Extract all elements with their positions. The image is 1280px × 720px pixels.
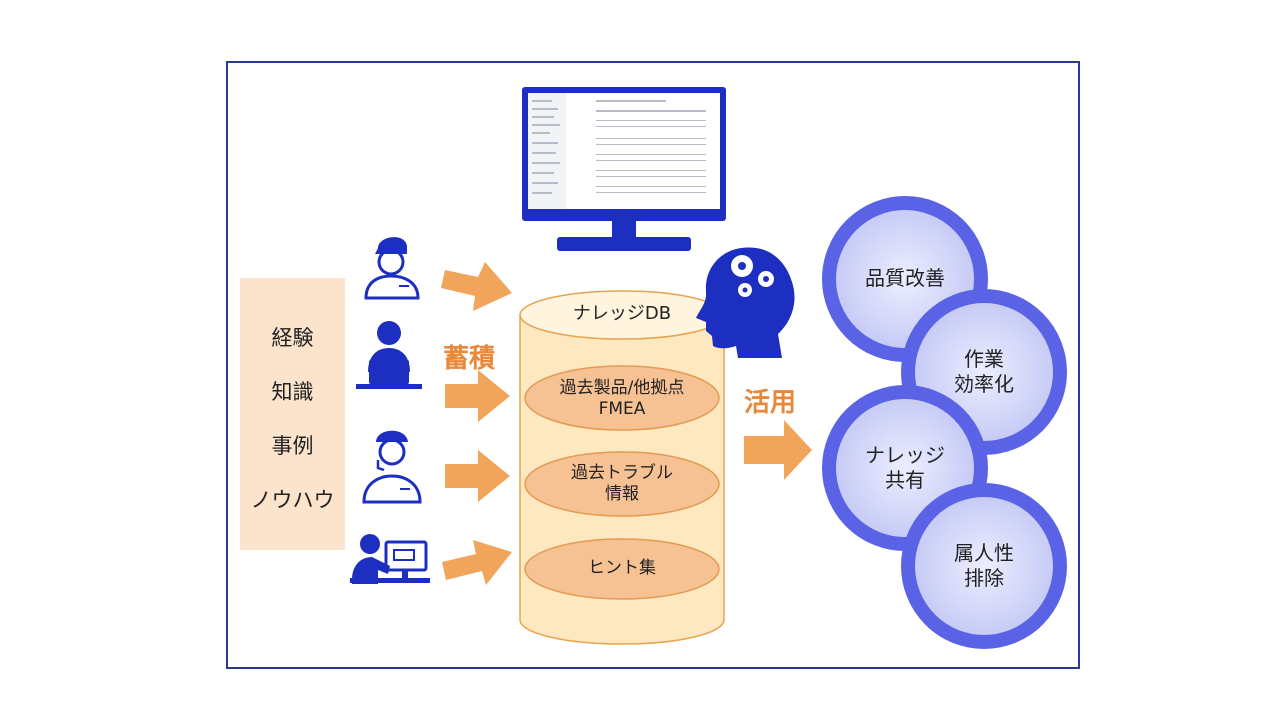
utilize-label: 活用	[744, 388, 797, 418]
db-item-trouble-line1: 過去トラブル	[571, 463, 673, 483]
brain-gears-icon	[696, 247, 795, 358]
benefit-circles	[822, 196, 1067, 649]
db-item-oval-trouble	[524, 451, 720, 517]
db-item-trouble: 過去トラブル 情報	[525, 463, 719, 505]
db-item-fmea: 過去製品/他拠点 FMEA	[525, 378, 719, 420]
source-experience: 経験	[271, 326, 314, 350]
db-title: ナレッジDB	[572, 303, 672, 324]
benefit-dependency-line2: 排除	[964, 566, 1004, 590]
source-knowledge: 知識	[271, 380, 314, 404]
knowledge-sources-box: 経験 知識 事例 ノウハウ	[240, 278, 345, 550]
worker-helmet-headset-icon	[362, 430, 422, 504]
db-item-hints: ヒント集	[588, 558, 656, 578]
source-knowhow: ノウハウ	[250, 488, 335, 512]
benefit-quality: 品質改善	[865, 266, 945, 290]
benefit-sharing: ナレッジ 共有	[845, 443, 965, 493]
monitor-icon	[522, 87, 726, 251]
accumulate-arrows	[441, 262, 512, 585]
benefit-dependency-line1: 属人性	[954, 541, 1014, 565]
benefit-efficiency: 作業 効率化	[924, 347, 1044, 397]
knowledge-db-cylinder	[519, 290, 725, 645]
benefit-efficiency-line1: 作業	[964, 347, 1004, 371]
db-item-fmea-line2: FMEA	[598, 399, 646, 419]
benefit-efficiency-line2: 効率化	[954, 372, 1014, 396]
accumulate-label: 蓄積	[443, 344, 496, 374]
db-item-fmea-line1: 過去製品/他拠点	[559, 378, 685, 398]
benefit-sharing-line2: 共有	[885, 468, 925, 492]
office-worker-laptop-icon	[356, 321, 422, 389]
utilize-arrow	[744, 420, 812, 480]
worker-cap-icon	[364, 237, 420, 300]
source-cases: 事例	[271, 434, 314, 458]
benefit-sharing-line1: ナレッジ	[865, 443, 945, 467]
person-at-computer-icon	[350, 534, 430, 584]
db-item-trouble-line2: 情報	[605, 484, 639, 504]
db-item-oval-fmea	[524, 365, 720, 431]
benefit-dependency: 属人性 排除	[924, 541, 1044, 591]
db-item-oval-hints	[524, 538, 720, 600]
